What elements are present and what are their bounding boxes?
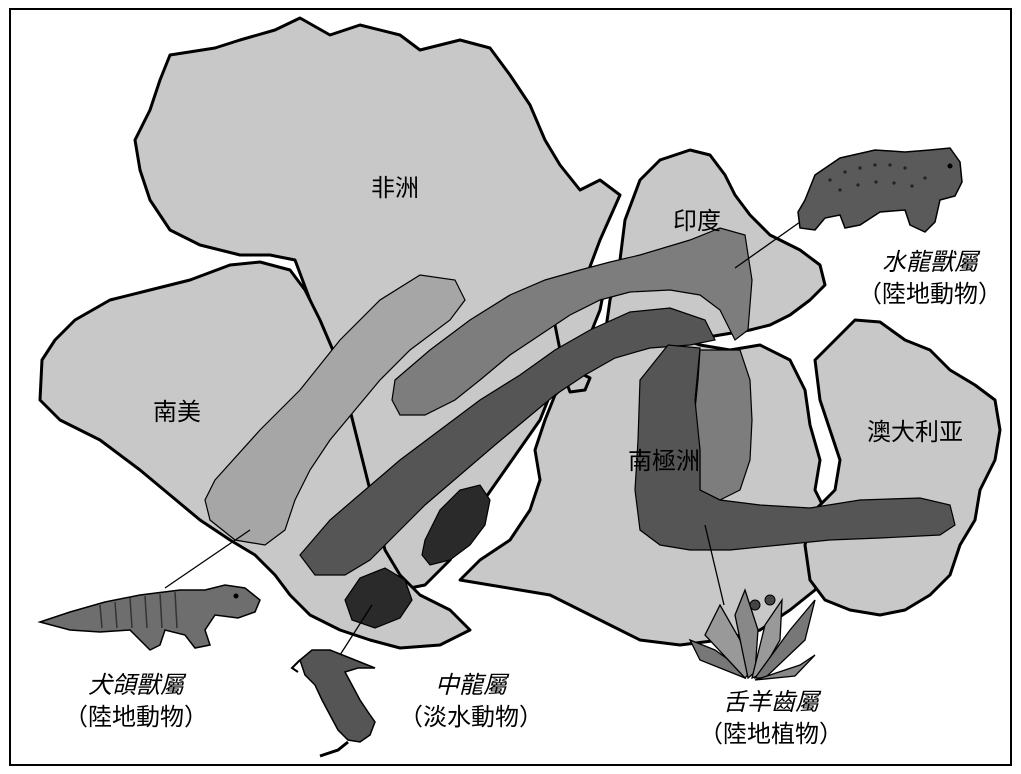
mesosaurus-range-africa bbox=[421, 484, 491, 566]
lystrosaurus-range-antarctica bbox=[694, 349, 753, 501]
leader-mesosaurus bbox=[339, 604, 373, 656]
label-africa: 非洲 bbox=[371, 174, 419, 202]
glossopteris-illustration bbox=[688, 588, 816, 681]
leader-lystrosaurus bbox=[734, 221, 801, 269]
fossil-type-lystrosaurus: （陸地動物） bbox=[858, 280, 1002, 308]
fossil-name-lystrosaurus: 水龍獸屬 bbox=[882, 248, 981, 276]
glossopteris-range-africa bbox=[299, 307, 716, 576]
fossil-type-glossopteris: （陸地植物） bbox=[699, 720, 843, 748]
fossil-name-mesosaurus: 中龍屬 bbox=[435, 671, 510, 699]
label-south-america: 南美 bbox=[153, 398, 201, 426]
cynognathus-range bbox=[204, 274, 466, 546]
mesosaurus-illustration bbox=[290, 649, 376, 758]
leader-glossopteris bbox=[704, 524, 725, 606]
fossil-name-cynognathus: 犬頜獸屬 bbox=[88, 671, 187, 699]
continent-australia bbox=[803, 318, 1002, 617]
cynognathus-illustration bbox=[37, 584, 261, 651]
label-australia: 澳大利亚 bbox=[867, 418, 963, 446]
label-antarctica: 南極洲 bbox=[628, 447, 700, 475]
label-india: 印度 bbox=[673, 207, 721, 235]
glossopteris-range-antarctica bbox=[634, 344, 956, 551]
fossil-type-mesosaurus: （淡水動物） bbox=[399, 703, 543, 731]
leader-cynognathus bbox=[164, 529, 251, 589]
fossil-type-cynognathus: （陸地動物） bbox=[64, 703, 208, 731]
lystrosaurus-illustration bbox=[797, 147, 963, 233]
fossil-name-glossopteris: 舌羊齒屬 bbox=[723, 688, 822, 716]
mesosaurus-range-south-america bbox=[344, 567, 413, 629]
lystrosaurus-range bbox=[391, 227, 753, 416]
